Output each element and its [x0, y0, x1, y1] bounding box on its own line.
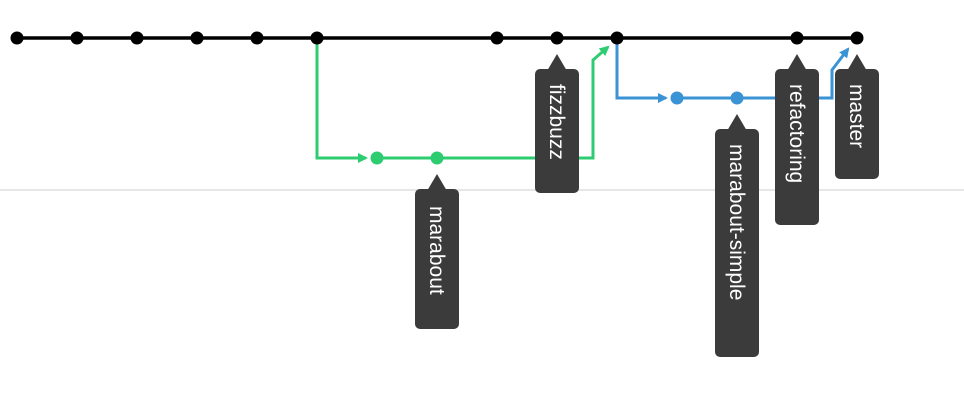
tag-fizzbuzz[interactable]: fizzbuzz [535, 54, 579, 193]
commit-node[interactable] [130, 31, 144, 45]
commit-node[interactable] [10, 31, 24, 45]
tag-pointer [427, 174, 447, 191]
tag-pointer [847, 54, 867, 71]
tag-pointer [787, 54, 807, 71]
commit-node[interactable] [730, 91, 744, 105]
tag-background [835, 69, 879, 179]
commit-node[interactable] [70, 31, 84, 45]
tag-background [415, 189, 459, 329]
tag-pointer [547, 54, 567, 71]
commit-node[interactable] [490, 31, 504, 45]
commit-node[interactable] [430, 151, 444, 165]
blue-branch-out-edge [615, 38, 668, 103]
tag-marabout[interactable]: marabout [415, 174, 459, 329]
commit-node[interactable] [850, 31, 864, 45]
master-branch [10, 31, 864, 45]
tag-label: marabout-simple [725, 144, 748, 300]
commit-node[interactable] [670, 91, 684, 105]
commit-node[interactable] [250, 31, 264, 45]
tag-background [535, 69, 579, 193]
commit-node[interactable] [550, 31, 564, 45]
tag-label: fizzbuzz [545, 84, 568, 160]
tag-master[interactable]: master [835, 54, 879, 179]
commit-node[interactable] [370, 151, 384, 165]
tag-background [715, 129, 759, 357]
tag-label: refactoring [785, 84, 808, 183]
green-branch-out-edge [315, 38, 368, 163]
commit-node[interactable] [190, 31, 204, 45]
tag-pointer [727, 114, 747, 131]
commit-node[interactable] [790, 31, 804, 45]
tag-label: master [845, 84, 868, 148]
green-branch-merge-edge [437, 45, 610, 160]
tag-marabout-simple[interactable]: marabout-simple [715, 114, 759, 357]
commit-node[interactable] [610, 31, 624, 45]
tag-refactoring[interactable]: refactoring [775, 54, 819, 225]
green-branch [315, 38, 610, 165]
tag-background [775, 69, 819, 225]
commit-node[interactable] [310, 31, 324, 45]
tag-label: marabout [425, 206, 448, 295]
